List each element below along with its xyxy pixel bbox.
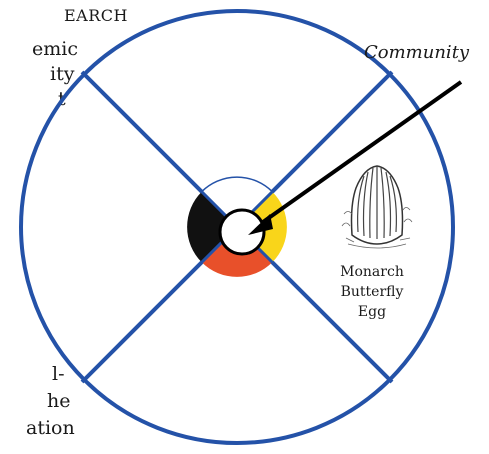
egg-label: Monarch Butterfly Egg [330,262,414,322]
egg-icon [342,166,412,248]
community-label: Community [364,42,469,63]
